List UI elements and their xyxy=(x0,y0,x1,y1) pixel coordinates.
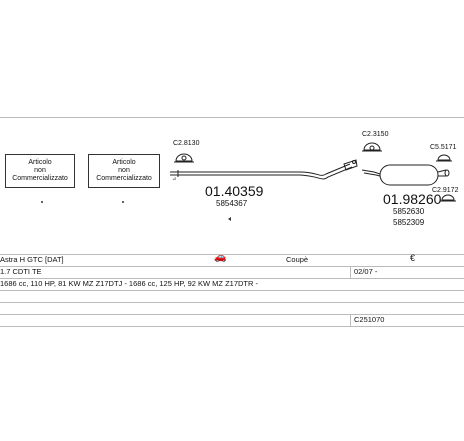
vehicle-code: C251070 xyxy=(354,315,385,324)
note-box-2: Articolo non Commercializzato xyxy=(88,154,160,188)
vehicle-date: 02/07 - xyxy=(354,267,378,276)
vehicle-body: Coupè xyxy=(286,255,309,264)
rear-silencer-ref-1: 5852630 xyxy=(393,207,425,216)
note-line: Commercializzato xyxy=(12,175,68,182)
note-line: Articolo xyxy=(112,159,136,166)
euro-icon: € xyxy=(410,253,416,263)
rear-silencer-ref-2: 5852309 xyxy=(393,218,425,227)
note-box-1: Articolo non Commercializzato xyxy=(5,154,75,188)
middle-pipe-ref: 5854367 xyxy=(216,199,248,208)
rear-silencer xyxy=(361,164,450,186)
clamp-icon xyxy=(362,142,382,152)
vehicle-engine: 1.7 CDTI TE xyxy=(0,267,42,276)
divider-line xyxy=(0,117,464,118)
divider-line xyxy=(0,266,464,267)
divider-line xyxy=(0,254,464,255)
clamp-top-label: C2.3150 xyxy=(362,131,389,138)
column-divider xyxy=(350,266,351,278)
note-line: Articolo xyxy=(28,159,52,166)
exhaust-diagram: ⊿ xyxy=(170,142,456,221)
note-line: non xyxy=(34,167,46,174)
clamp-icon xyxy=(440,194,456,202)
marker-arrow xyxy=(228,217,231,221)
marker-dot xyxy=(41,201,43,203)
note-line: non xyxy=(118,167,130,174)
note-line: Commercializzato xyxy=(96,175,152,182)
divider-line xyxy=(0,314,464,315)
clamp-left-label: C2.8130 xyxy=(173,140,200,147)
divider-line xyxy=(0,326,464,327)
divider-line xyxy=(0,302,464,303)
column-divider xyxy=(350,314,351,326)
marker-dot xyxy=(122,201,124,203)
middle-pipe xyxy=(170,159,358,180)
vehicle-details: 1686 cc, 110 HP, 81 KW MZ Z17DTJ - 1686 … xyxy=(0,279,259,288)
clamp-icon xyxy=(174,153,194,163)
clamp-right-lower-label: C2.9172 xyxy=(432,187,459,194)
clamp-right-label: C5.5171 xyxy=(430,144,457,151)
car-icon: 🚗 xyxy=(214,252,227,263)
clamp-icon xyxy=(436,154,452,162)
middle-pipe-number: 01.40359 xyxy=(205,183,264,199)
vehicle-model: Astra H GTC [DAT] xyxy=(0,255,64,264)
svg-text:⊿: ⊿ xyxy=(172,176,176,182)
divider-line xyxy=(0,278,464,279)
rear-silencer-number: 01.98260 xyxy=(383,191,442,207)
divider-line xyxy=(0,290,464,291)
